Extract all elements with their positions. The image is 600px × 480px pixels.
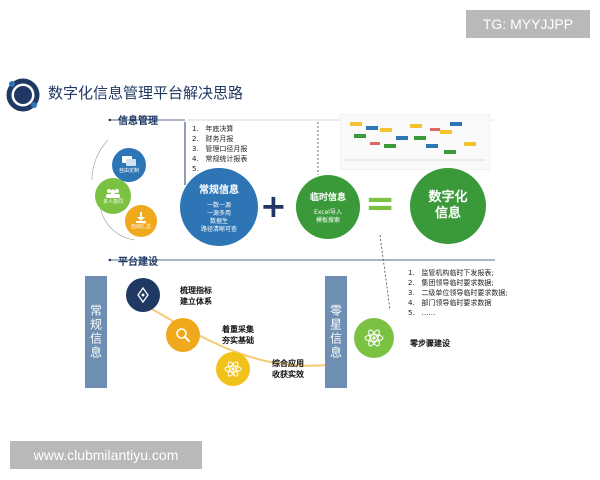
list-item: 3. 二级单位领导临时要求数据; <box>408 289 508 297</box>
page-title: 数字化信息管理平台解决思路 <box>48 84 244 102</box>
list-item: 3. 管理口径月报 <box>192 145 248 153</box>
info-section-label: 信息管理 <box>118 116 158 127</box>
logo-icon <box>6 78 40 112</box>
auto-summary-circle: 自动汇总 <box>125 205 157 237</box>
step-search-circle <box>166 318 200 352</box>
list-item: 4. 部门领导临时要求数据 <box>408 299 492 307</box>
list-item: 1. 监管机构临时下发报表; <box>408 269 494 277</box>
list-item: 2. 财务月报 <box>192 135 234 143</box>
list-item: 1. 年底决算 <box>192 125 234 133</box>
step-indicator-circle <box>126 278 160 312</box>
sporadic-info-bar: 零星信息 <box>325 276 347 388</box>
custom-circle: 自由定制 <box>112 148 146 182</box>
watermark-top: TG: MYYJJPP <box>466 10 590 38</box>
step-label: 梳理指标 建立体系 <box>180 286 212 306</box>
list-item: 2. 集团领导临时要求数据; <box>408 279 494 287</box>
regular-info-circle: 常规信息 一数一源 一源多用 数据生 路径清晰可查 <box>180 168 258 246</box>
download-icon <box>136 212 146 223</box>
system-screenshot-thumbnail <box>340 114 490 170</box>
atom-icon <box>224 361 242 377</box>
equals-sign: = <box>365 183 396 224</box>
step-atom-circle <box>216 352 250 386</box>
people-icon <box>106 188 120 198</box>
collab-circle: 多人协同 <box>95 178 131 214</box>
search-icon <box>176 328 191 343</box>
plus-sign: + <box>260 187 287 225</box>
watermark-bottom: www.clubmilantiyu.com <box>10 441 202 469</box>
pen-nib-icon <box>137 287 149 303</box>
digital-info-circle: 数字化 信息 <box>410 168 486 244</box>
platform-section-label: 平台建设 <box>118 257 158 268</box>
zero-step-label: 零步骤建设 <box>410 339 450 348</box>
step-label: 综合应用 收获实效 <box>272 359 304 379</box>
regular-info-bar: 常规信息 <box>85 276 107 388</box>
temporary-info-circle: 临时信息 Excel导入 模板搜索 <box>296 175 360 239</box>
report-list: 1. 年底决算 2. 财务月报 3. 管理口径月报 4. 常规统计报表 5. …… <box>192 124 247 174</box>
list-item: 4. 常规统计报表 <box>192 155 248 163</box>
step-label: 着重采集 夯实基础 <box>222 325 254 345</box>
zero-step-circle <box>354 318 394 358</box>
chat-icon <box>122 156 136 166</box>
atom-icon <box>364 329 384 347</box>
adhoc-request-list: 1. 监管机构临时下发报表; 2. 集团领导临时要求数据; 3. 二级单位领导临… <box>408 268 508 318</box>
list-item: 5. …… <box>408 309 436 317</box>
